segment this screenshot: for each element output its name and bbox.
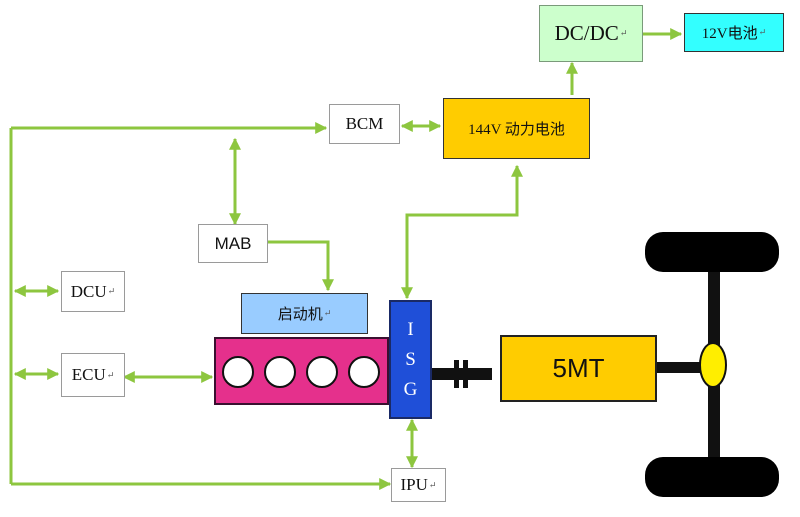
transmission-box: 5MT [500, 335, 657, 402]
coupling-plate-left [454, 360, 459, 388]
drive-shaft-coupling [432, 360, 492, 388]
cylinder-4 [348, 356, 380, 388]
dcdc-box: DC/DC↵ [539, 5, 643, 62]
ipu-box: IPU↵ [391, 468, 446, 502]
bcm-label: BCM [345, 114, 384, 133]
cylinder-1 [222, 356, 254, 388]
output-shaft [656, 362, 702, 373]
front-wheel [645, 232, 779, 272]
axle-assembly [645, 232, 779, 497]
dcdc-label: DC/DC [554, 21, 619, 45]
isg-letter-1: I [407, 318, 414, 340]
rear-wheel [645, 457, 779, 497]
battery-12v-box: 12V电池↵ [684, 13, 784, 52]
isg-letter-3: G [403, 378, 418, 400]
isg-box: I S G [389, 300, 432, 419]
mab-box: MAB [198, 224, 268, 263]
isg-battery-arrow [401, 164, 523, 300]
coupling-plate-right [463, 360, 468, 388]
isg-letter-2: S [405, 348, 416, 370]
return-mark: ↵ [106, 369, 115, 380]
coupling-shaft [432, 368, 492, 380]
battery-144v-label: 144V 动力电池 [468, 122, 565, 138]
ecu-box: ECU↵ [61, 353, 125, 397]
bcm-box: BCM [329, 104, 400, 144]
return-mark: ↵ [428, 479, 437, 490]
connector-lines [9, 28, 683, 490]
engine-block [214, 337, 389, 405]
return-mark: ↵ [619, 28, 628, 38]
return-mark: ↵ [323, 308, 332, 318]
transmission-label: 5MT [552, 353, 605, 383]
cylinder-2 [264, 356, 296, 388]
cylinder-3 [306, 356, 338, 388]
ipu-label: IPU [400, 475, 428, 494]
return-mark: ↵ [758, 27, 767, 37]
battery-12v-label: 12V电池 [701, 26, 758, 42]
mab-label: MAB [214, 233, 252, 253]
differential [699, 342, 727, 388]
dcu-box: DCU↵ [61, 271, 125, 312]
ecu-label: ECU [71, 365, 106, 384]
battery-144v-box: 144V 动力电池 [443, 98, 590, 159]
mab-starter-arrow [268, 240, 334, 292]
starter-label: 启动机 [277, 307, 323, 323]
starter-box: 启动机↵ [241, 293, 368, 334]
return-mark: ↵ [107, 286, 116, 296]
dcu-label: DCU [70, 281, 107, 301]
